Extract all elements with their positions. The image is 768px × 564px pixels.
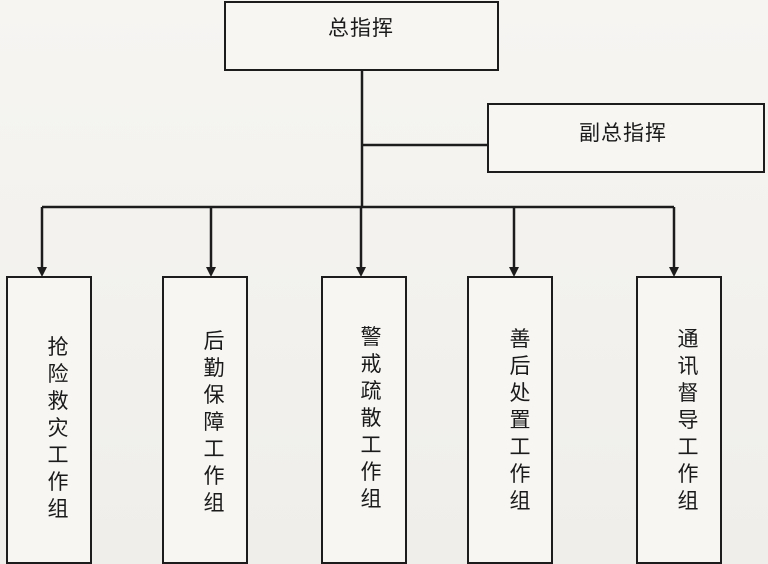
commander-box: [224, 1, 499, 71]
group-box-evacuation: [321, 276, 407, 564]
group-box-rescue: [6, 276, 92, 564]
group-label-aftermath: 善后处置工作组: [509, 327, 531, 513]
deputy-commander-box: [487, 103, 765, 173]
group-box-logistics: [162, 276, 248, 564]
group-label-communication: 通讯督导工作组: [677, 327, 699, 513]
group-box-communication: [636, 276, 722, 564]
group-label-rescue: 抢险救灾工作组: [47, 335, 69, 521]
commander-label: 总指挥: [328, 16, 394, 40]
group-label-logistics: 后勤保障工作组: [203, 329, 225, 515]
group-box-aftermath: [467, 276, 553, 564]
group-label-evacuation: 警戒疏散工作组: [360, 325, 382, 511]
deputy-commander-label: 副总指挥: [579, 121, 667, 145]
